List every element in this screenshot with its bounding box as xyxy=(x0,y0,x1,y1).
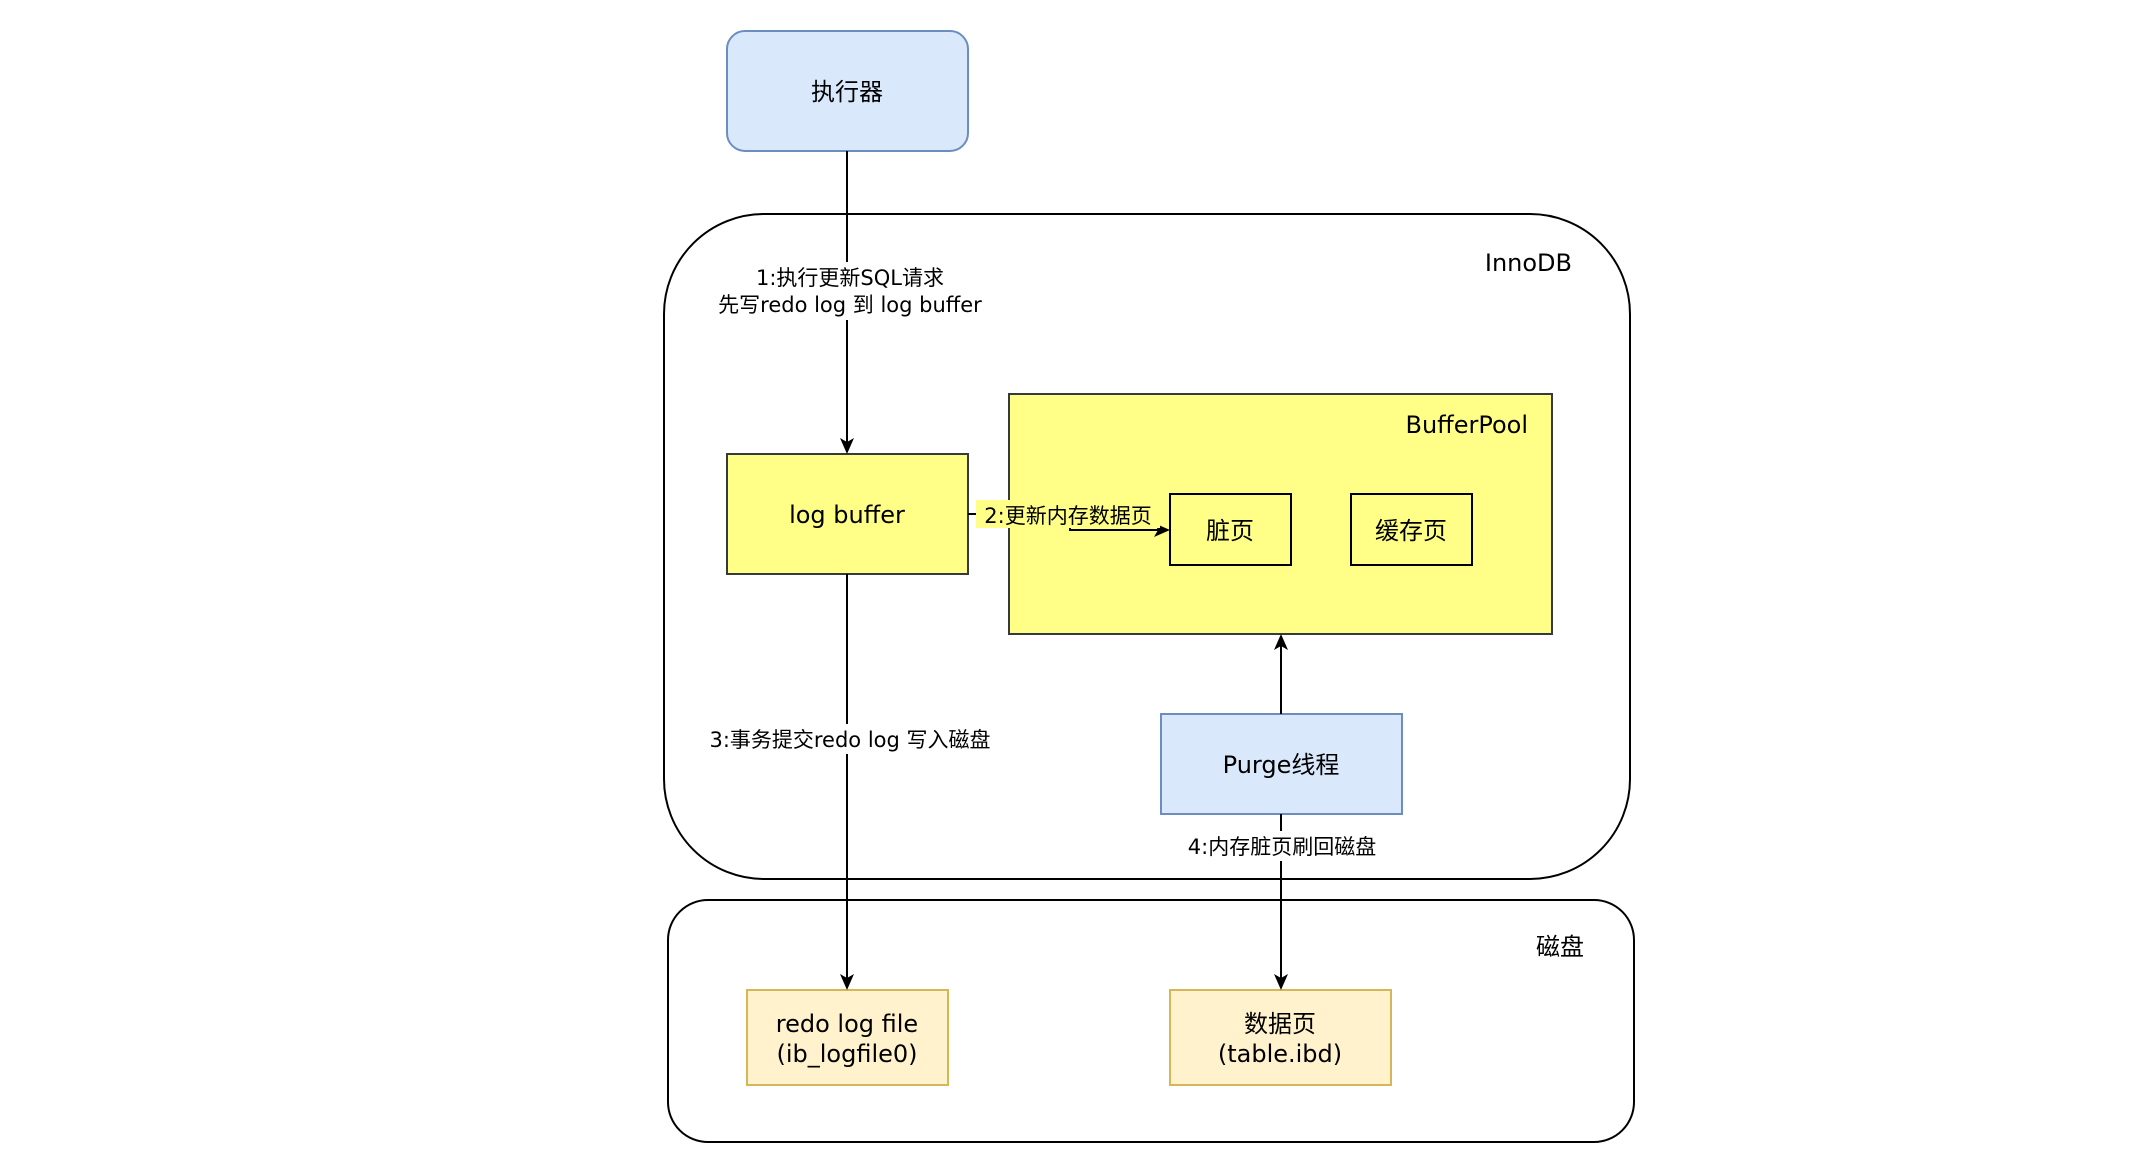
edge-step1-label-line2: 先写redo log 到 log buffer xyxy=(718,293,982,317)
edge-step2-label: 2:更新内存数据页 xyxy=(984,504,1151,528)
edge-step3: 3:事务提交redo log 写入磁盘 xyxy=(704,574,996,990)
edge-step3-label-bg xyxy=(704,724,996,754)
cache-page-label: 缓存页 xyxy=(1375,517,1447,545)
edge-step2: 2:更新内存数据页 xyxy=(968,500,1170,537)
purge-thread-label: Purge线程 xyxy=(1223,751,1340,779)
edge-step3-label: 3:事务提交redo log 写入磁盘 xyxy=(709,728,990,752)
redo-log-file-label-line1: redo log file xyxy=(776,1010,918,1038)
executor-label: 执行器 xyxy=(811,78,883,106)
log-buffer-node: log buffer xyxy=(726,453,969,575)
dirty-page-node: 脏页 xyxy=(1169,493,1292,566)
disk-label: 磁盘 xyxy=(1536,933,1584,961)
purge-thread-node: Purge线程 xyxy=(1160,713,1403,815)
edge-step1: 1:执行更新SQL请求 先写redo log 到 log buffer xyxy=(718,151,982,454)
data-page-label-line1: 数据页 xyxy=(1244,1010,1316,1038)
redo-log-file-node: redo log file (ib_logfile0) xyxy=(746,989,949,1086)
innodb-label: InnoDB xyxy=(1485,249,1572,277)
redo-log-file-label-line2: (ib_logfile0) xyxy=(776,1040,917,1068)
dirty-page-label: 脏页 xyxy=(1206,517,1254,545)
buffer-pool-label: BufferPool xyxy=(1406,411,1529,439)
data-page-label-line2: (table.ibd) xyxy=(1218,1040,1342,1068)
log-buffer-label: log buffer xyxy=(789,501,905,529)
edge-step4: 4:内存脏页刷回磁盘 xyxy=(1180,814,1384,990)
edge-step2-label-bg xyxy=(976,500,1160,528)
data-page-node: 数据页 (table.ibd) xyxy=(1169,989,1392,1086)
edge-step4-label: 4:内存脏页刷回磁盘 xyxy=(1188,835,1376,859)
edge-step1-label-bg xyxy=(724,262,980,320)
edge-step1-label-line1: 1:执行更新SQL请求 xyxy=(756,266,944,290)
edge-step4-label-bg xyxy=(1180,831,1384,861)
executor-node: 执行器 xyxy=(726,30,969,152)
cache-page-node: 缓存页 xyxy=(1350,493,1473,566)
